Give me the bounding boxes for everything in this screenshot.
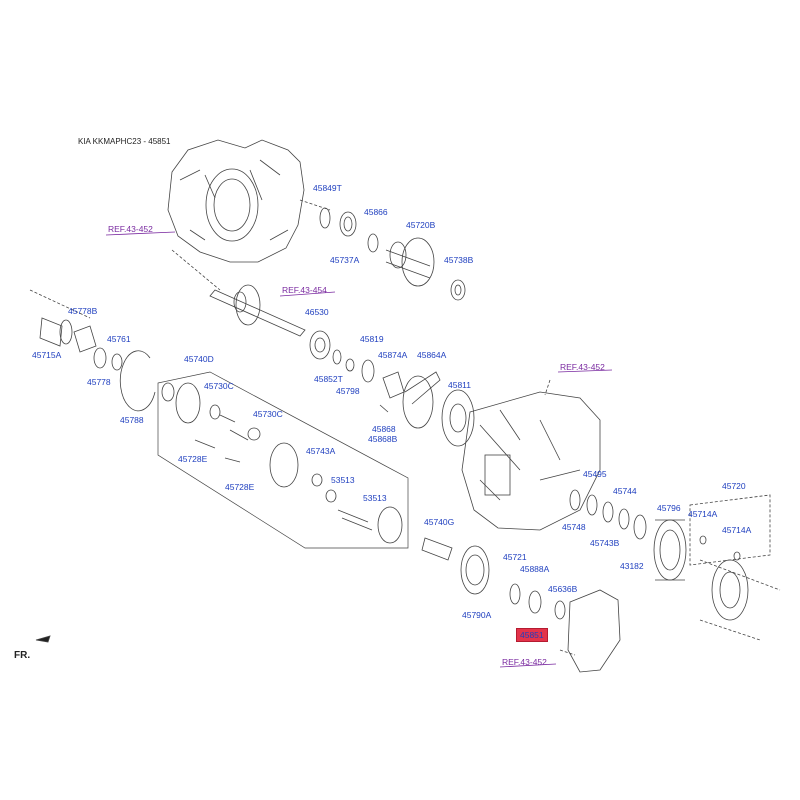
part-label-45852T[interactable]: 45852T bbox=[314, 374, 343, 384]
part-label-45868[interactable]: 45868 bbox=[372, 424, 396, 434]
part-label-45744[interactable]: 45744 bbox=[613, 486, 637, 496]
part-label-45740G[interactable]: 45740G bbox=[424, 517, 455, 527]
part-label-45720[interactable]: 45720 bbox=[722, 481, 746, 491]
part-label-45737A[interactable]: 45737A bbox=[330, 255, 360, 265]
part-label-45720B[interactable]: 45720B bbox=[406, 220, 436, 230]
ref-link-43-454[interactable]: REF.43-454 bbox=[282, 285, 327, 295]
part-label-45730C-lower[interactable]: 45730C bbox=[253, 409, 283, 419]
part-label-45761[interactable]: 45761 bbox=[107, 334, 131, 344]
part-label-45790A[interactable]: 45790A bbox=[462, 610, 492, 620]
part-label-45796[interactable]: 45796 bbox=[657, 503, 681, 513]
part-label-45819[interactable]: 45819 bbox=[360, 334, 384, 344]
part-label-53513-upper[interactable]: 53513 bbox=[331, 475, 355, 485]
part-label-45778B[interactable]: 45778B bbox=[68, 306, 98, 316]
part-label-45811[interactable]: 45811 bbox=[448, 380, 472, 390]
diagram-header: KIA KKMAPHC23 - 45851 bbox=[78, 137, 171, 146]
part-label-45864A[interactable]: 45864A bbox=[417, 350, 447, 360]
front-direction-label: FR. bbox=[14, 650, 31, 661]
part-label-53513-lower[interactable]: 53513 bbox=[363, 493, 387, 503]
part-label-45740D[interactable]: 45740D bbox=[184, 354, 214, 364]
part-label-45788[interactable]: 45788 bbox=[120, 415, 144, 425]
transmission-housing-right bbox=[461, 391, 601, 531]
part-label-43182[interactable]: 43182 bbox=[620, 561, 644, 571]
assembly-box bbox=[157, 371, 409, 549]
part-label-45714A-right[interactable]: 45714A bbox=[722, 525, 752, 535]
part-label-45728E-upper[interactable]: 45728E bbox=[178, 454, 208, 464]
part-label-45888A[interactable]: 45888A bbox=[520, 564, 550, 574]
part-label-45728E-lower[interactable]: 45728E bbox=[225, 482, 255, 492]
transmission-housing-top bbox=[167, 139, 305, 263]
part-label-46530[interactable]: 46530 bbox=[305, 307, 329, 317]
part-label-45715A[interactable]: 45715A bbox=[32, 350, 62, 360]
part-label-45636B[interactable]: 45636B bbox=[548, 584, 578, 594]
part-label-45874A[interactable]: 45874A bbox=[378, 350, 408, 360]
part-label-45495[interactable]: 45495 bbox=[583, 469, 607, 479]
part-label-45798[interactable]: 45798 bbox=[336, 386, 360, 396]
part-label-45714A-left[interactable]: 45714A bbox=[688, 509, 718, 519]
input-shaft bbox=[209, 289, 306, 337]
ref-link-43-452-bottom[interactable]: REF.43-452 bbox=[502, 657, 547, 667]
part-label-45748[interactable]: 45748 bbox=[562, 522, 586, 532]
ref-link-43-452-right[interactable]: REF.43-452 bbox=[560, 362, 605, 372]
part-label-45730C-upper[interactable]: 45730C bbox=[204, 381, 234, 391]
part-label-45743A[interactable]: 45743A bbox=[306, 446, 336, 456]
housing-cover bbox=[567, 589, 621, 673]
part-label-45849T[interactable]: 45849T bbox=[313, 183, 342, 193]
part-label-45868B[interactable]: 45868B bbox=[368, 434, 398, 444]
part-label-45721[interactable]: 45721 bbox=[503, 552, 527, 562]
part-label-45743B[interactable]: 45743B bbox=[590, 538, 620, 548]
ref-link-43-452-top[interactable]: REF.43-452 bbox=[108, 224, 153, 234]
part-label-45738B[interactable]: 45738B bbox=[444, 255, 474, 265]
part-label-45866[interactable]: 45866 bbox=[364, 207, 388, 217]
part-label-45851-selected[interactable]: 45851 bbox=[516, 628, 548, 642]
part-label-45778[interactable]: 45778 bbox=[87, 377, 111, 387]
